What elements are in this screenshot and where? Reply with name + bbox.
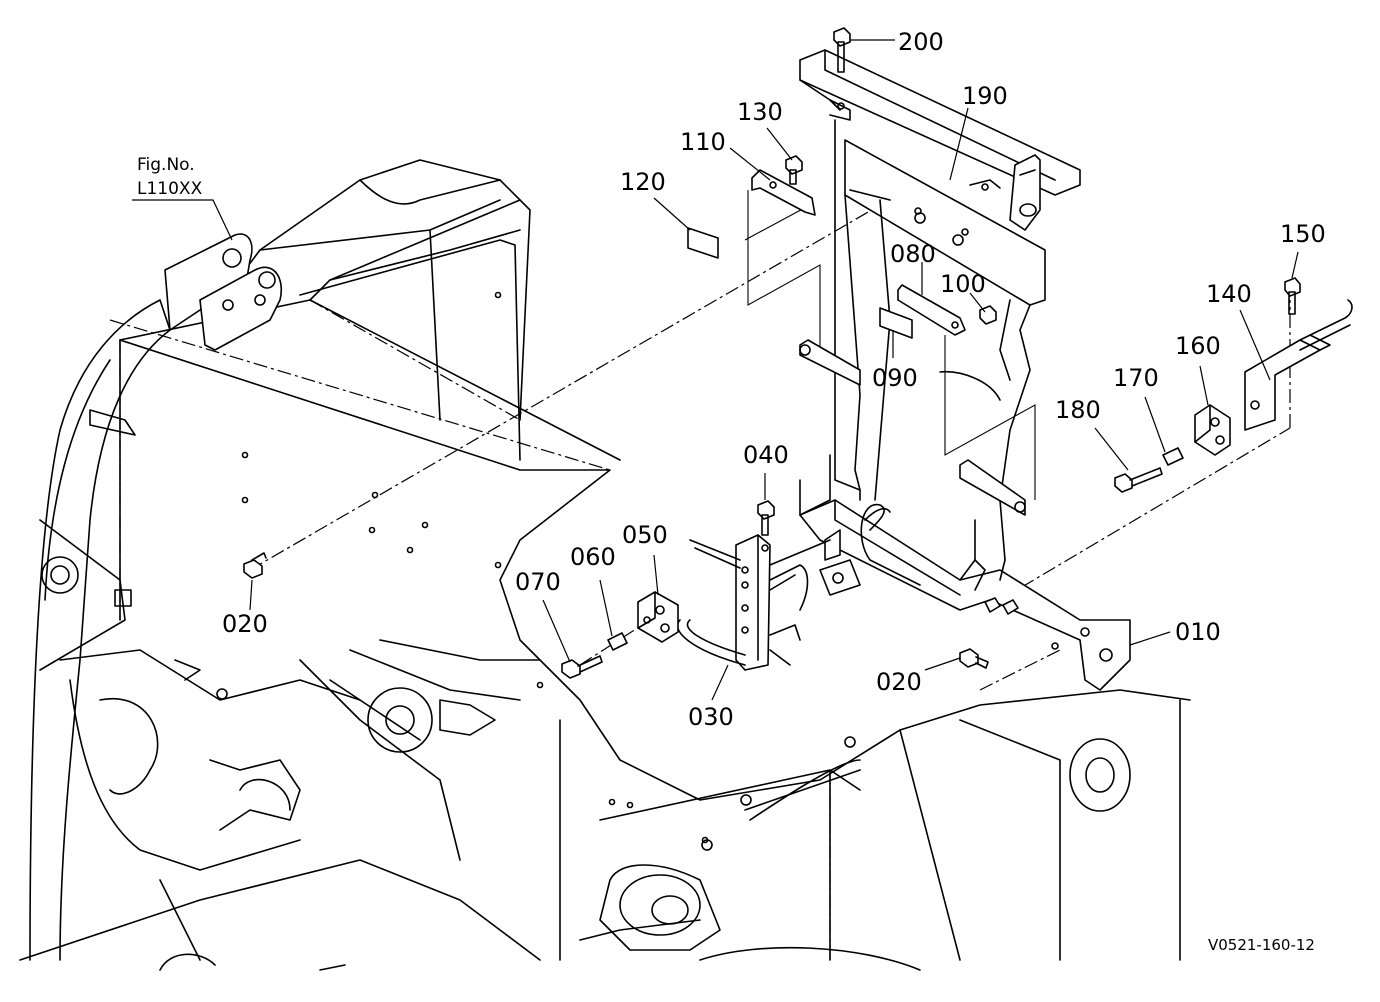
label-180: 180 [1055, 396, 1101, 424]
bolt-200 [833, 27, 851, 73]
small-bracket-110 [751, 169, 816, 216]
bolt-150 [1284, 277, 1301, 315]
label-190: 190 [962, 82, 1008, 110]
label-080: 080 [890, 240, 936, 268]
bolt-040 [757, 500, 775, 536]
fig-no-value: L110XX [137, 179, 203, 199]
mounting-bracket-assembly [799, 49, 1131, 691]
label-060: 060 [570, 543, 616, 571]
label-plate-090 [879, 307, 913, 339]
label-090: 090 [872, 364, 918, 392]
label-130: 130 [737, 98, 783, 126]
bolt-020-right [959, 648, 989, 669]
bracket-140 [1244, 299, 1353, 431]
centerlines [109, 181, 1291, 960]
label-200: 200 [898, 28, 944, 56]
spacer-060 [607, 632, 628, 651]
label-100: 100 [940, 270, 986, 298]
label-040: 040 [743, 441, 789, 469]
label-plate-120 [687, 227, 719, 259]
label-050: 050 [622, 521, 668, 549]
bolt-070 [561, 655, 603, 679]
bolt-130 [785, 155, 803, 185]
clamp-block-160 [1194, 404, 1231, 456]
label-010: 010 [1175, 618, 1221, 646]
fig-no-caption: Fig.No. [137, 155, 195, 175]
label-020-left: 020 [222, 610, 268, 638]
part-number-labels: 200 190 130 110 120 080 100 090 150 140 … [222, 28, 1326, 731]
bolt-180 [1114, 467, 1163, 493]
spacer-170 [1162, 447, 1184, 466]
figure-reference: Fig.No. L110XX [137, 155, 203, 199]
bracket-030 [676, 534, 831, 671]
label-070: 070 [515, 568, 561, 596]
drawing-code: V0521-160-12 [1208, 936, 1315, 954]
label-020-right: 020 [876, 668, 922, 696]
machine-frame [19, 159, 1191, 971]
label-120: 120 [620, 168, 666, 196]
label-110: 110 [680, 128, 726, 156]
label-140: 140 [1206, 280, 1252, 308]
bolt-020-left [243, 552, 267, 579]
explosion-boxes [744, 190, 1036, 500]
leader-lines [132, 39, 1299, 701]
label-150: 150 [1280, 220, 1326, 248]
label-030: 030 [688, 703, 734, 731]
clamp-block-050 [637, 591, 679, 643]
label-160: 160 [1175, 332, 1221, 360]
label-170: 170 [1113, 364, 1159, 392]
